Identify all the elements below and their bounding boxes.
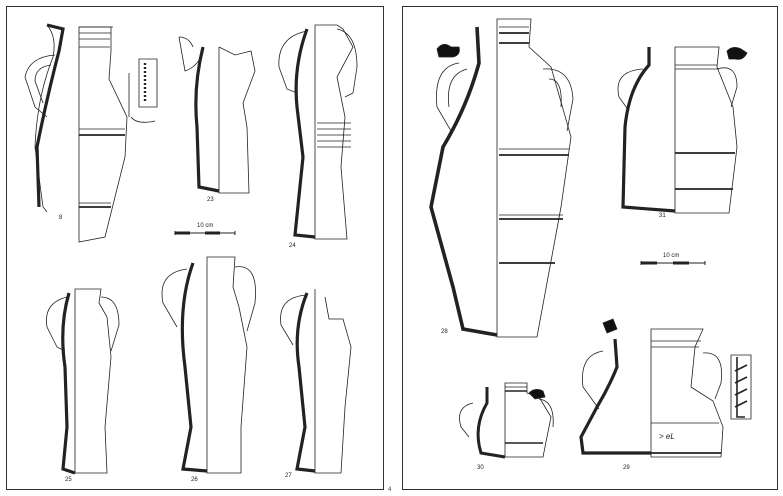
right-plate-drawings <box>429 18 752 459</box>
amphora-30-drawing <box>459 382 554 459</box>
amphora-28-drawing <box>429 18 574 338</box>
figure-label-27: 27 <box>285 473 292 479</box>
left-scale-label: 10 cm <box>197 223 214 229</box>
amphora-24-drawing <box>278 24 358 240</box>
amphora-26-drawing <box>161 256 256 474</box>
right-scale-label: 10 cm <box>663 253 680 259</box>
amphora-23-drawing <box>178 36 256 194</box>
figure-label-25: 25 <box>65 477 72 483</box>
figure-label-26: 26 <box>191 477 198 483</box>
amphora-25-drawing <box>46 288 120 475</box>
rim-section-31 <box>726 47 748 60</box>
figure-label-24: 24 <box>289 243 296 249</box>
right-plate: 28 31 30 29 10 cm > eL <box>402 6 778 490</box>
figure-label-29: 29 <box>623 465 630 471</box>
amphora-29-drawing <box>579 318 724 458</box>
figure-label-30: 30 <box>477 465 484 471</box>
amphora-31-drawing <box>617 46 738 214</box>
left-plate: 8 23 24 25 26 27 10 cm <box>6 6 384 490</box>
rim-section-28 <box>436 44 460 58</box>
left-scale-bar <box>174 231 236 235</box>
left-plate-drawings <box>24 23 358 475</box>
vessel-stamp-text: > eL <box>659 432 675 441</box>
page-mark: 4 <box>388 487 392 493</box>
handle-section-detail <box>128 58 158 123</box>
right-scale-bar <box>640 261 706 265</box>
figure-label-31: 31 <box>659 213 666 219</box>
inscription-detail <box>730 354 752 420</box>
figure-label-8: 8 <box>59 215 63 221</box>
amphora-27-drawing <box>280 289 352 474</box>
figure-label-23: 23 <box>207 197 214 203</box>
amphora-8-drawing <box>24 23 128 243</box>
figure-label-28: 28 <box>441 329 448 335</box>
